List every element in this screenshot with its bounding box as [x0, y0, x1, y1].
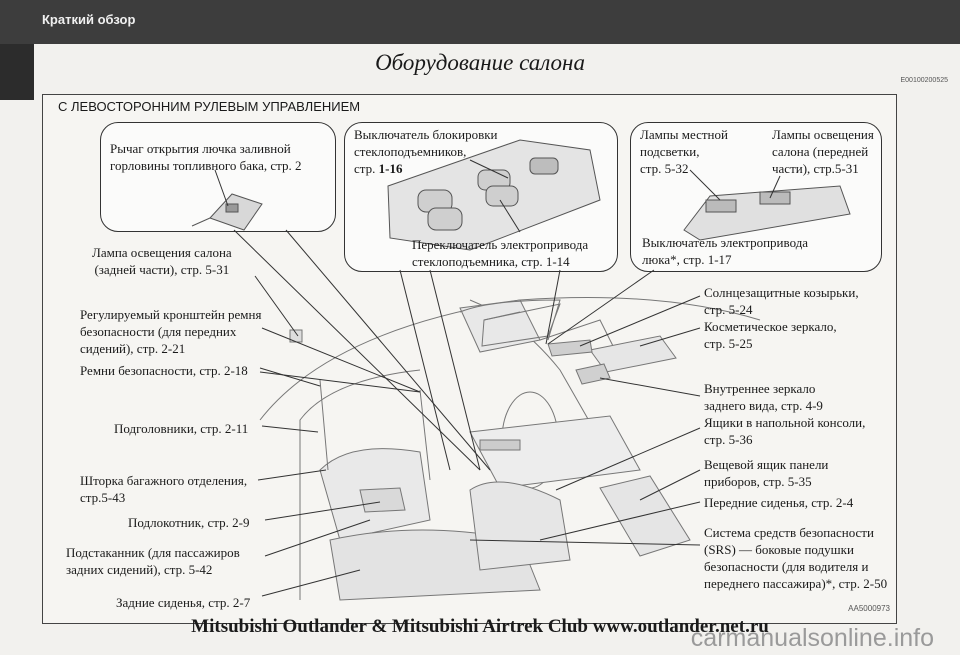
label-headrests: Подголовники, стр. 2-11: [114, 421, 249, 436]
document-code: E00100200525: [900, 77, 949, 84]
label-glovebox: Вещевой ящик панели приборов, стр. 5-35: [704, 457, 829, 489]
section-title: С ЛЕВОСТОРОННИМ РУЛЕВЫМ УПРАВЛЕНИЕМ: [58, 99, 361, 114]
section-header: Краткий обзор: [42, 12, 136, 27]
label-armrest: Подлокотник, стр. 2-9: [128, 515, 250, 530]
label-sunvisors: Солнцезащитные козырьки, стр. 5-24: [704, 285, 859, 317]
label-console-box: Ящики в напольной консоли, стр. 5-36: [704, 415, 866, 447]
footer-club-link[interactable]: Mitsubishi Outlander & Mitsubishi Airtre…: [191, 616, 769, 637]
fuel-lever-drawing: [191, 193, 263, 231]
label-vanity-mirror: Косметическое зеркало, стр. 5-25: [704, 319, 837, 351]
figure-code: AA5000973: [848, 604, 890, 613]
label-rear-lamp: Лампа освещения салона (задней части), с…: [92, 245, 232, 277]
side-tab-marker: [0, 44, 34, 100]
label-cargo-cover: Шторка багажного отделения, стр.5-43: [80, 473, 248, 505]
label-sunroof-switch: Выключатель электропривода люка*, стр. 1…: [642, 235, 809, 267]
lamps-drawing: [683, 185, 851, 241]
label-rear-seats: Задние сиденья, стр. 2-7: [116, 595, 251, 610]
label-seat-belts: Ремни безопасности, стр. 2-18: [80, 363, 248, 378]
header-bar: [0, 0, 960, 44]
label-cupholder: Подстаканник (для пассажиров задних сиде…: [66, 545, 240, 577]
page-title: Оборудование салона: [375, 50, 585, 75]
window-switch-drawing: [387, 139, 601, 251]
label-fuel-lever: Рычаг открытия лючка заливной горловины …: [110, 141, 302, 173]
label-map-lamps: Лампы местной подсветки, стр. 5-32: [640, 127, 728, 176]
label-front-lamps: Лампы освещения салона (передней части),…: [772, 127, 874, 176]
label-front-seats: Передние сиденья, стр. 2-4: [704, 495, 854, 510]
label-window-switch: Переключатель электропривода стеклоподъе…: [412, 237, 589, 269]
label-window-lock: Выключатель блокировки стеклоподъемников…: [354, 127, 498, 176]
label-rear-mirror: Внутреннее зеркало заднего вида, стр. 4-…: [704, 381, 823, 413]
leader-lines: [214, 159, 781, 597]
label-belt-anchor: Регулируемый кронштейн ремня безопасност…: [80, 307, 262, 356]
car-interior-drawing: [259, 297, 761, 601]
watermark: carmanualsonline.info: [690, 624, 934, 652]
label-srs: Система средств безопасности (SRS) — бок…: [704, 525, 888, 591]
